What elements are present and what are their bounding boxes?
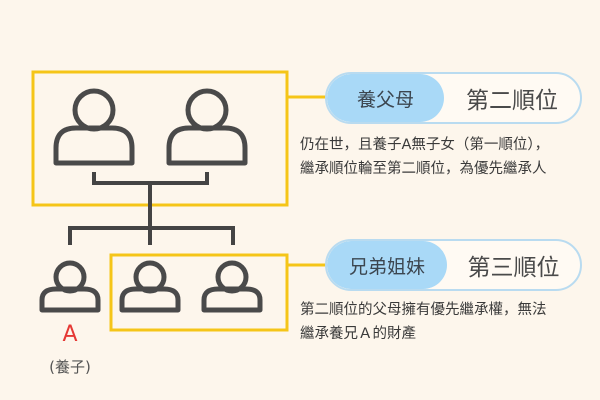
desc-line: 繼承順位輪至第二順位，為優先繼承人: [300, 161, 547, 177]
desc-line: 繼承養兄Ａ的財產: [300, 326, 416, 342]
parents-tag: 養父母: [327, 74, 444, 122]
siblings-box: [109, 253, 289, 332]
siblings-pill: 兄弟姐妹 第三順位: [325, 239, 582, 291]
parents-pill: 養父母 第二順位: [325, 72, 582, 124]
person-icon-sibling-1: [119, 260, 181, 313]
person-icon-sibling-2: [201, 260, 263, 313]
desc-line: 第二順位的父母擁有優先繼承權，無法: [300, 302, 547, 318]
siblings-description: 第二順位的父母擁有優先繼承權，無法 繼承養兄Ａ的財產: [300, 298, 547, 346]
person-icon-parent-1: [53, 88, 135, 166]
person-icon-adoptee: [39, 260, 101, 313]
adoptee-sublabel: (養子): [49, 358, 91, 376]
desc-line: 仍在世，且養子A無子女（第一順位），: [300, 137, 550, 153]
siblings-tag: 兄弟姐妹: [327, 241, 447, 289]
siblings-rank: 第三順位: [467, 255, 560, 281]
tree-lines: [68, 172, 235, 245]
parents-description: 仍在世，且養子A無子女（第一順位）， 繼承順位輪至第二順位，為優先繼承人: [300, 133, 549, 181]
parents-rank: 第二順位: [466, 88, 558, 114]
person-icon-parent-2: [166, 88, 248, 166]
adoptee-label: A: [62, 322, 78, 347]
parents-box: [31, 70, 289, 207]
